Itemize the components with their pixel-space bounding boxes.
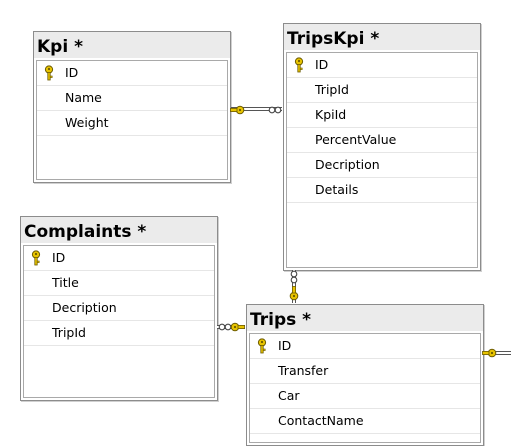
row-gutter [24, 246, 48, 270]
column-row[interactable]: TripId [287, 78, 477, 103]
column-row[interactable]: Title [24, 271, 214, 296]
column-name: ID [52, 246, 65, 270]
table-title: Trips * [247, 305, 483, 331]
table-title: Complaints * [21, 217, 217, 243]
column-name: KpiId [315, 103, 346, 127]
relationship-trips-offscreen[interactable] [483, 349, 511, 357]
column-row[interactable]: TripId [24, 321, 214, 346]
column-row[interactable]: Transfer [250, 359, 480, 384]
row-gutter [287, 153, 311, 177]
column-row[interactable]: ID [287, 53, 477, 78]
column-name: Decription [315, 153, 380, 177]
row-gutter [24, 271, 48, 295]
row-gutter [250, 409, 274, 433]
primary-key-icon [43, 65, 55, 81]
table-title: Kpi * [34, 32, 230, 58]
column-name: ContactName [278, 409, 364, 433]
primary-key-icon [30, 250, 42, 266]
column-name: ID [278, 334, 291, 358]
column-row[interactable]: ID [37, 61, 227, 86]
row-gutter [24, 296, 48, 320]
row-gutter [37, 86, 61, 110]
row-gutter [37, 61, 61, 85]
relationship-trips-complaints[interactable] [217, 323, 245, 331]
column-name: Details [315, 178, 358, 202]
column-name: ID [65, 61, 78, 85]
column-name: ID [315, 53, 328, 77]
column-row[interactable]: Name [37, 86, 227, 111]
column-name: TripId [52, 321, 86, 345]
column-row[interactable]: KpiId [287, 103, 477, 128]
column-name: Name [65, 86, 102, 110]
column-row[interactable]: Decription [24, 296, 214, 321]
column-row[interactable]: ID [24, 246, 214, 271]
row-gutter [287, 128, 311, 152]
column-name: Weight [65, 111, 109, 135]
column-row[interactable]: Weight [37, 111, 227, 136]
column-name: Transfer [278, 359, 328, 383]
column-name: Title [52, 271, 79, 295]
column-row[interactable]: ContactName [250, 409, 480, 434]
row-gutter [37, 111, 61, 135]
column-name: Car [278, 384, 300, 408]
column-row[interactable]: Car [250, 384, 480, 409]
relationship-trips-tripskpi[interactable] [290, 270, 298, 303]
primary-key-icon [293, 57, 305, 73]
relationship-kpi-tripskpi[interactable] [231, 106, 283, 114]
row-gutter [250, 334, 274, 358]
primary-key-icon [256, 338, 268, 354]
row-gutter [250, 359, 274, 383]
column-name: TripId [315, 78, 349, 102]
column-row[interactable]: ID [250, 334, 480, 359]
row-gutter [287, 78, 311, 102]
row-gutter [250, 384, 274, 408]
row-gutter [287, 53, 311, 77]
row-gutter [287, 178, 311, 202]
column-name: PercentValue [315, 128, 396, 152]
column-row[interactable]: PercentValue [287, 128, 477, 153]
row-gutter [24, 321, 48, 345]
column-row[interactable]: Decription [287, 153, 477, 178]
table-title: TripsKpi * [284, 24, 480, 50]
column-name: Decription [52, 296, 117, 320]
row-gutter [287, 103, 311, 127]
column-row[interactable]: Details [287, 178, 477, 203]
